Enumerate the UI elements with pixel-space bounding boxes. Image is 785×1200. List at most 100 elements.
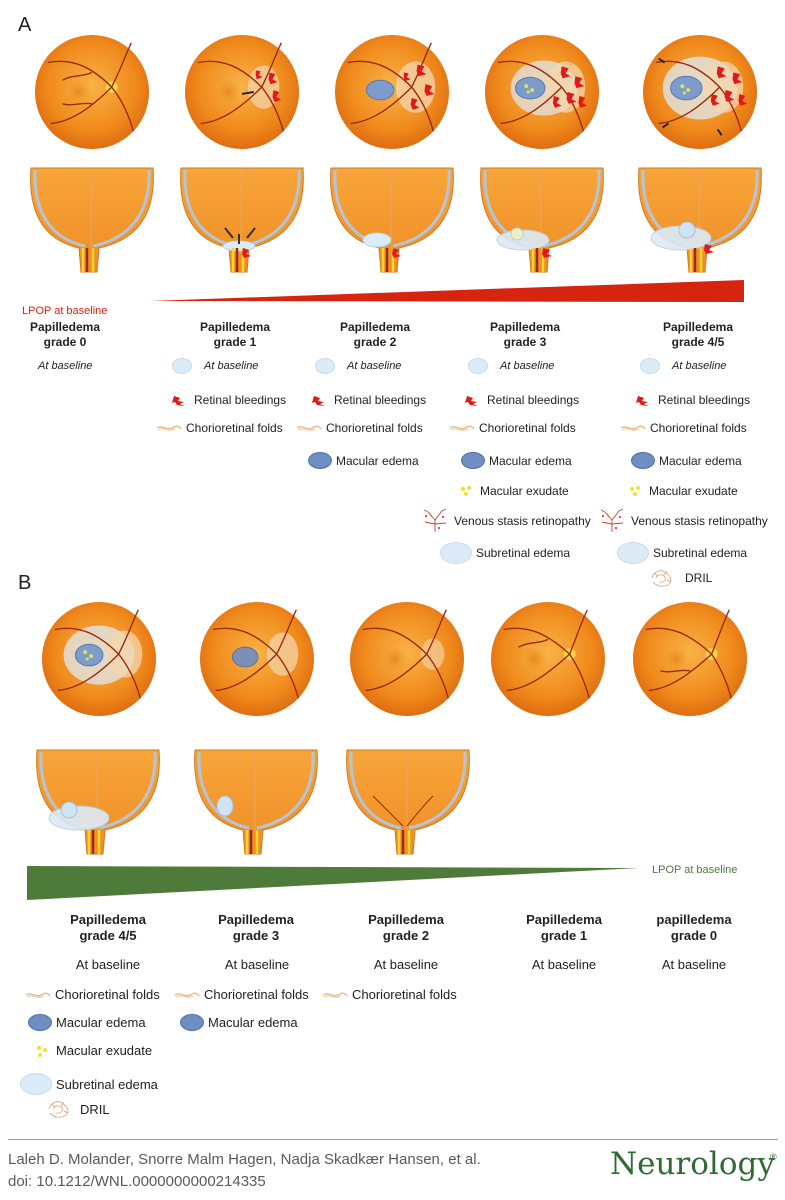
subretinal-edema-icon: [640, 358, 660, 374]
retinal-bleeding-icon: [465, 396, 478, 406]
legend-a3-bleedings: Retinal bleedings: [465, 393, 579, 407]
legend-a1-folds: Chorioretinal folds: [156, 421, 283, 435]
chorioretinal-folds-icon: [620, 425, 646, 431]
legend-b1-subretinal-edema: Subretinal edema: [20, 1073, 158, 1095]
legend-b1-folds: Chorioretinal folds: [25, 987, 160, 1002]
macular-edema-icon: [180, 1014, 204, 1031]
footer-authors: Laleh D. Molander, Snorre Malm Hagen, Na…: [8, 1151, 481, 1168]
legend-a4-bleedings: Retinal bleedings: [636, 393, 750, 407]
macular-edema-icon: [461, 452, 485, 469]
chorioretinal-folds-icon: [25, 991, 51, 998]
fundus-b-grade-3: [199, 601, 315, 717]
legend-a2-folds: Chorioretinal folds: [296, 421, 423, 435]
baseline-b-0: At baseline: [661, 957, 727, 972]
chorioretinal-folds-icon: [156, 425, 182, 431]
lpop-wedge-red: [150, 280, 744, 302]
fundus-a-grade-3: [484, 34, 600, 150]
legend-b1-exudate: Macular exudate: [34, 1043, 152, 1058]
footer-doi: doi: 10.1212/WNL.0000000000214335: [8, 1173, 266, 1190]
macular-exudate-icon: [460, 486, 471, 496]
fundus-a-grade-4-5: [642, 34, 758, 150]
legend-b1-macular: Macular edema: [28, 1014, 146, 1031]
legend-b3-folds: Chorioretinal folds: [322, 987, 457, 1002]
dril-icon: [48, 1101, 69, 1118]
registered-mark: ®: [770, 1152, 777, 1162]
baseline-b-2: At baseline: [373, 957, 439, 972]
legend-a3-macular: Macular edema: [461, 452, 572, 469]
chorioretinal-folds-icon: [296, 425, 322, 431]
subretinal-edema-icon: [440, 542, 472, 564]
lpop-label-b: LPOP at baseline: [652, 864, 738, 876]
panel-b-label: B: [18, 572, 32, 594]
lpop-label-a: LPOP at baseline: [22, 305, 108, 317]
section-a-grade-4-5: [638, 167, 762, 273]
chorioretinal-folds-icon: [322, 991, 348, 998]
subretinal-edema-icon: [315, 358, 335, 374]
subretinal-edema-icon: [468, 358, 488, 374]
baseline-b-1: At baseline: [531, 957, 597, 972]
panel-a-label: A: [18, 14, 32, 36]
chorioretinal-folds-icon: [449, 425, 475, 431]
legend-b1-dril: DRIL: [46, 1098, 110, 1120]
neurology-logo: Neurology: [610, 1146, 775, 1182]
dril-icon: [651, 570, 672, 587]
venous-stasis-icon: [600, 508, 624, 532]
legend-a1-bleedings: Retinal bleedings: [172, 393, 286, 407]
section-b-grade-3: [194, 749, 318, 855]
baseline-b-3: At baseline: [224, 957, 290, 972]
legend-a3-exudate: Macular exudate: [458, 484, 569, 498]
fundus-b-grade-2: [349, 601, 465, 717]
venous-stasis-icon: [423, 508, 447, 532]
fundus-a-grade-0: [34, 34, 150, 150]
legend-a4-exudate: Macular exudate: [627, 484, 738, 498]
subretinal-edema-icon: [617, 542, 649, 564]
fundus-b-grade-4-5: [41, 601, 157, 717]
legend-a4-subretinal: At baseline: [640, 358, 726, 374]
legend-a1-subretinal: At baseline: [172, 358, 258, 374]
section-a-grade-3: [480, 167, 604, 273]
legend-a4-macular: Macular edema: [631, 452, 742, 469]
legend-b2-folds: Chorioretinal folds: [174, 987, 309, 1002]
footer-divider: [8, 1139, 778, 1140]
section-a-grade-0: [30, 167, 154, 273]
subretinal-edema-icon: [20, 1073, 52, 1095]
retinal-bleeding-icon: [312, 396, 325, 406]
fundus-b-grade-0: [632, 601, 748, 717]
fundus-a-grade-1: [184, 34, 300, 150]
macular-exudate-icon: [629, 486, 640, 496]
macular-edema-icon: [308, 452, 332, 469]
legend-a3-subretinal: At baseline: [468, 358, 554, 374]
legend-a3-folds: Chorioretinal folds: [449, 421, 576, 435]
section-b-grade-4-5: [36, 749, 160, 855]
baseline-b-4-5: At baseline: [75, 957, 141, 972]
legend-a3-venous: Venous stasis retinopathy: [420, 508, 591, 534]
legend-a3-subretinal-edema: Subretinal edema: [440, 542, 570, 564]
section-a-grade-2: [330, 167, 454, 273]
macular-edema-icon: [28, 1014, 52, 1031]
legend-a2-macular: Macular edema: [308, 452, 419, 469]
legend-a4-venous: Venous stasis retinopathy: [597, 508, 768, 534]
baseline-a-0: At baseline: [38, 360, 93, 372]
section-a-grade-1: [180, 167, 304, 273]
retinal-bleeding-icon: [636, 396, 649, 406]
fundus-b-grade-1: [490, 601, 606, 717]
section-b-grade-2: [346, 749, 470, 855]
fundus-a-grade-2: [334, 34, 450, 150]
legend-a2-bleedings: Retinal bleedings: [312, 393, 426, 407]
macular-exudate-icon: [36, 1045, 47, 1057]
legend-a4-dril: DRIL: [649, 567, 712, 589]
legend-b2-macular: Macular edema: [180, 1014, 298, 1031]
macular-edema-icon: [631, 452, 655, 469]
subretinal-edema-icon: [172, 358, 192, 374]
retinal-bleeding-icon: [172, 396, 185, 406]
